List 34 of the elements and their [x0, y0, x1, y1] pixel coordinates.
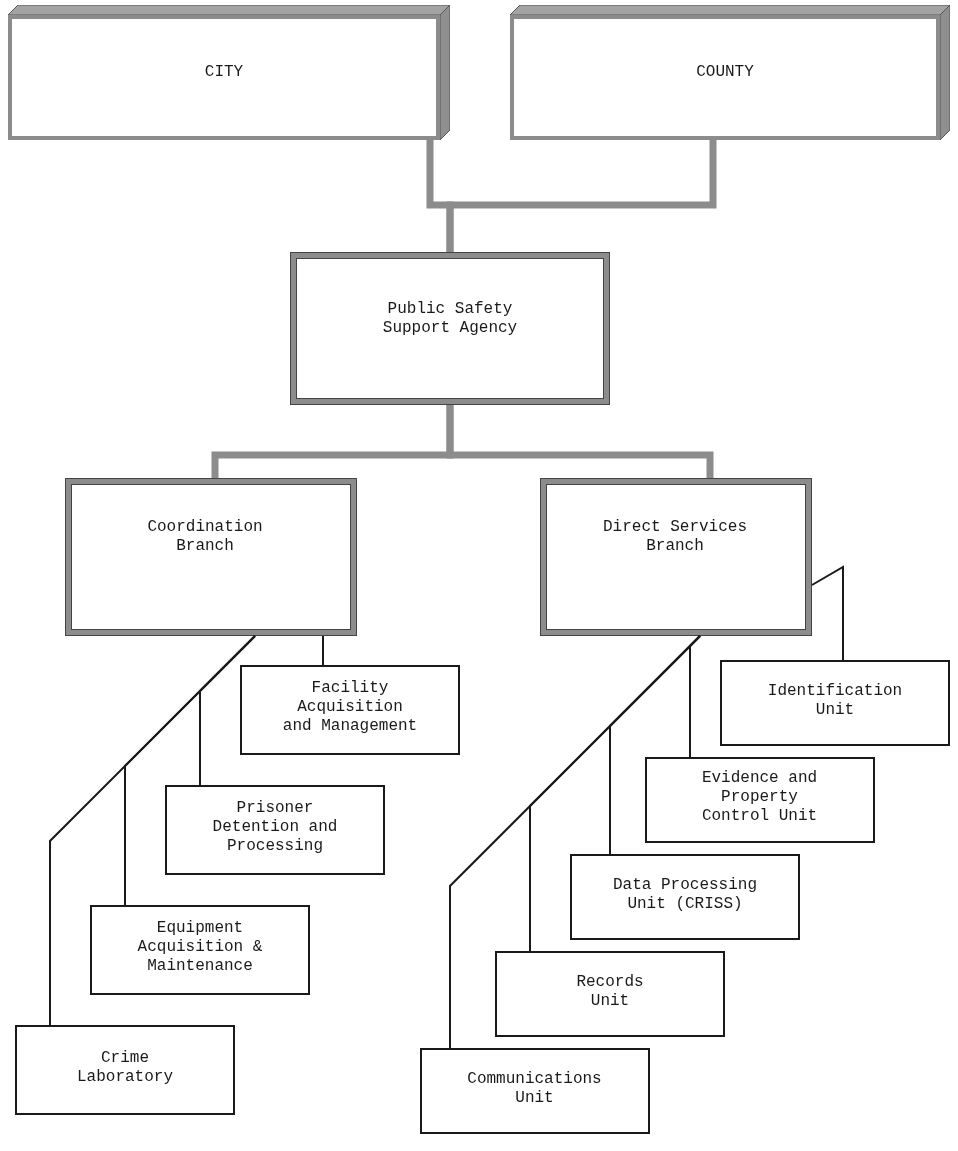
unit-label: Records Unit: [575, 973, 645, 1011]
unit-box: [645, 757, 875, 843]
unit-label: Crime Laboratory: [76, 1049, 174, 1087]
unit-box: [720, 660, 950, 746]
jurisdiction-box: [510, 5, 950, 140]
connector-line: [811, 565, 844, 661]
connector-line: [446, 405, 714, 478]
unit-box: [15, 1025, 235, 1115]
unit-box: [420, 1048, 650, 1134]
connector-line: [49, 635, 256, 1026]
unit-label: Public Safety Support Agency: [381, 300, 519, 338]
unit-label: Evidence and Property Control Unit: [700, 769, 819, 826]
unit-box: [90, 905, 310, 995]
unit-label: Communications Unit: [466, 1070, 603, 1108]
unit-box: [165, 785, 385, 875]
agency-box: [540, 478, 812, 636]
connector-line: [322, 635, 324, 666]
unit-label: CITY: [203, 63, 245, 82]
unit-label: Direct Services Branch: [602, 518, 748, 556]
unit-label: Facility Acquisition and Management: [281, 679, 419, 736]
connector-line: [446, 140, 717, 252]
unit-box: [495, 951, 725, 1037]
agency-box: [290, 252, 610, 405]
unit-label: Prisoner Detention and Processing: [211, 799, 339, 856]
agency-box: [65, 478, 357, 636]
unit-box: [570, 854, 800, 940]
unit-label: Equipment Acquisition & Maintenance: [136, 919, 264, 976]
unit-label: Identification Unit: [766, 682, 904, 720]
jurisdiction-box: [8, 5, 450, 140]
connector-line: [449, 635, 701, 1049]
unit-label: Data Processing Unit (CRISS): [612, 876, 758, 914]
unit-box: [240, 665, 460, 755]
unit-label: Coordination Branch: [146, 518, 264, 556]
unit-label: COUNTY: [695, 63, 755, 82]
